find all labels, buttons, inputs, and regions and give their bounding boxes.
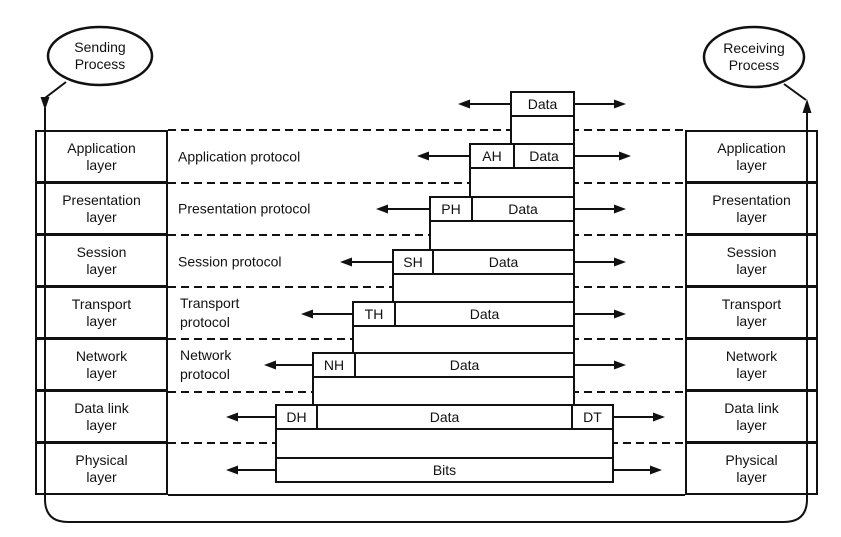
pdu-row-session: SH Data [392, 249, 575, 275]
pdu-payload: Data [527, 96, 558, 112]
pdu-row-presentation: PH Data [429, 196, 575, 222]
pdu-payload: Data [429, 409, 460, 425]
pdu-row-transport: TH Data [352, 301, 575, 327]
pdu-row-application: AH Data [469, 143, 575, 169]
pdu-connector-0 [510, 115, 575, 145]
pdu-connector-1 [469, 167, 575, 198]
pdu-header-th: TH [354, 303, 396, 325]
pdu-payload: Data [529, 148, 559, 164]
pdu-payload: Data [508, 201, 538, 217]
protocol-label-application: Application protocol [178, 148, 301, 165]
pdu-payload: Data [449, 357, 480, 373]
pdu-header-sh: SH [394, 251, 434, 273]
pdu-header-ph: PH [431, 198, 473, 220]
protocol-label-session: Session protocol [178, 253, 282, 270]
pdu-row-datalink: DH Data DT [275, 404, 614, 430]
pdu-payload: Data [469, 306, 500, 322]
pdu-connector-2 [429, 220, 575, 251]
pdu-payload: Data [488, 254, 519, 270]
pdu-row-physical: Bits [275, 457, 614, 483]
pdu-header-nh: NH [314, 354, 356, 376]
pdu-payload-bits: Bits [432, 462, 457, 478]
pdu-connector-3 [392, 273, 575, 303]
pdu-header-dh: DH [277, 406, 318, 428]
pdu-connector-4 [352, 325, 575, 354]
pdu-connector-6 [275, 428, 614, 459]
pdu-trailer-dt: DT [571, 406, 612, 428]
protocol-label-presentation: Presentation protocol [178, 200, 311, 217]
pdu-row-data: Data [510, 91, 575, 117]
pdu-header-ah: AH [471, 145, 515, 167]
pdu-row-network: NH Data [312, 352, 575, 378]
pdu-connector-5 [312, 376, 575, 406]
